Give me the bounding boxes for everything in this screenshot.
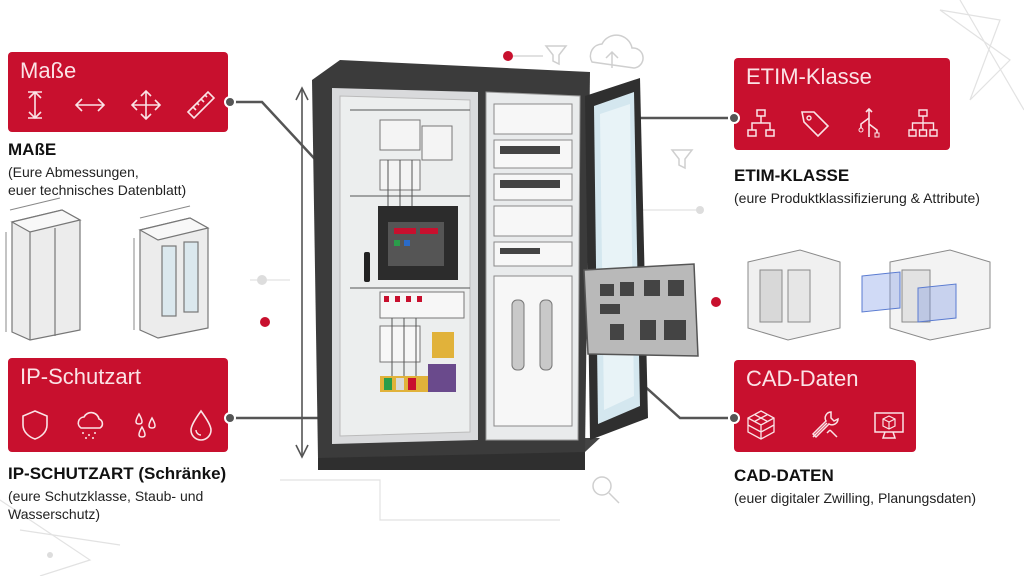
masse-card-title: Maße xyxy=(20,58,77,83)
masse-description-line: (Eure Abmessungen, xyxy=(8,164,139,180)
horizontal-arrow-icon xyxy=(75,98,106,112)
usb-tree-icon xyxy=(858,107,880,138)
masse-card: Maße xyxy=(8,52,228,132)
etim-heading: ETIM-KLASSE xyxy=(734,166,850,185)
masse-heading: MAßE xyxy=(8,140,57,159)
shield-icon xyxy=(22,410,48,440)
hierarchy-icon xyxy=(747,109,775,137)
etim-description-line: (eure Produktklassifizierung & Attribute… xyxy=(734,190,980,206)
cad-description: (euer digitaler Zwilling, Planungsdaten) xyxy=(734,489,976,507)
masse-description-line: euer technisches Datenblatt) xyxy=(8,182,187,198)
ip-card: IP-Schutzart xyxy=(8,358,228,452)
ip-description-line: (eure Schutzklasse, Staub- und xyxy=(8,488,204,504)
etim-card-title: ETIM-Klasse xyxy=(746,64,872,89)
water-drop-icon xyxy=(190,409,212,441)
etim-connector-dot xyxy=(728,112,740,124)
ruler-icon xyxy=(186,90,216,120)
masse-connector-dot xyxy=(224,96,236,108)
dust-cloud-icon xyxy=(77,411,104,439)
tools-icon xyxy=(811,411,839,439)
cad-card: CAD-Daten xyxy=(734,360,916,452)
etim-description: (eure Produktklassifizierung & Attribute… xyxy=(734,189,980,207)
ip-description-line: Wasserschutz) xyxy=(8,506,101,522)
masse-description: (Eure Abmessungen, euer technisches Date… xyxy=(8,163,186,199)
vertical-arrow-icon xyxy=(28,90,42,120)
cube-grid-icon xyxy=(747,410,775,440)
tag-icon xyxy=(801,111,830,138)
etim-card: ETIM-Klasse xyxy=(734,58,950,150)
org-chart-icon xyxy=(908,109,938,137)
ip-heading: IP-SCHUTZART (Schränke) xyxy=(8,464,227,483)
ip-card-title: IP-Schutzart xyxy=(20,364,142,389)
ip-description: (eure Schutzklasse, Staub- und Wassersch… xyxy=(8,487,203,523)
ip-connector-dot xyxy=(224,412,236,424)
cad-card-title: CAD-Daten xyxy=(746,366,859,391)
cad-connector-dot xyxy=(728,412,740,424)
move-arrows-icon xyxy=(130,89,161,121)
cad-heading: CAD-DATEN xyxy=(734,466,834,485)
monitor-cube-icon xyxy=(874,412,904,439)
water-drops-icon xyxy=(134,412,156,438)
cad-description-line: (euer digitaler Zwilling, Planungsdaten) xyxy=(734,490,977,506)
